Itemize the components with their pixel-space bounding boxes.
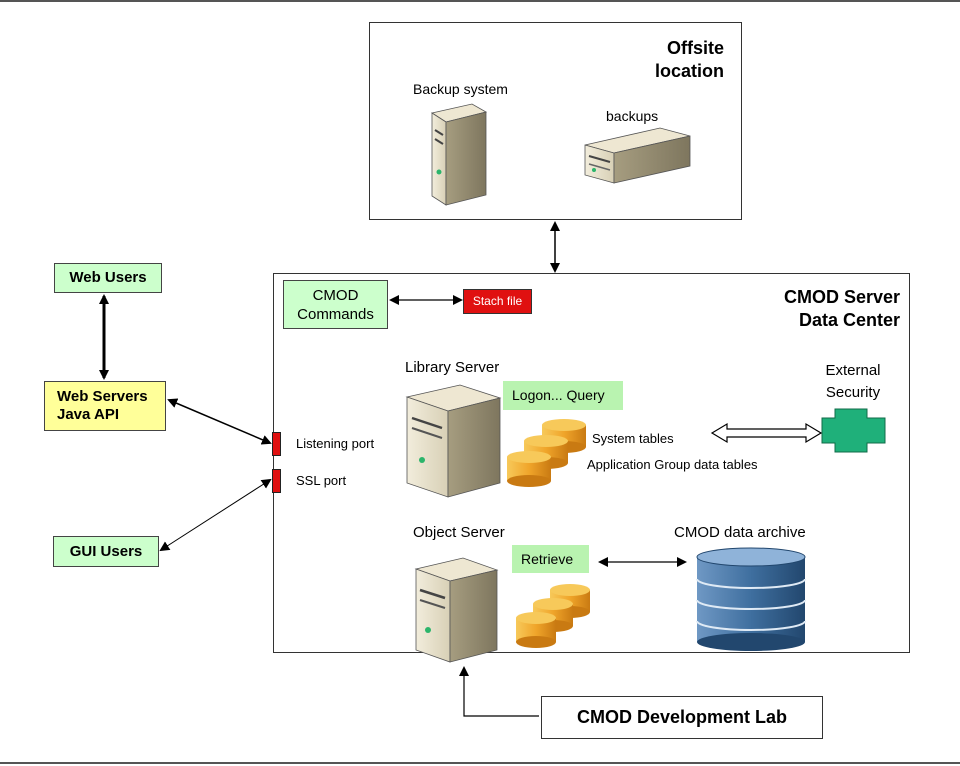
app-group-tables-label: Application Group data tables	[587, 457, 758, 472]
library-database-cylinders-icon	[507, 419, 586, 487]
web-servers-box: Web Servers Java API	[44, 381, 166, 431]
datacenter-title-line2: Data Center	[798, 310, 900, 330]
webservers-listening-port-arrow	[167, 398, 272, 445]
ssl-port-marker	[272, 469, 281, 493]
backups-label: backups	[606, 108, 659, 124]
external-security-line1: External	[825, 362, 881, 379]
gui-users-label: GUI Users	[69, 543, 143, 560]
object-database-cylinders-icon	[516, 584, 590, 648]
backup-system-label: Backup system	[413, 81, 508, 97]
offsite-title-line1: Offsite	[666, 38, 724, 58]
listening-port-label: Listening port	[296, 436, 375, 451]
system-tables-label: System tables	[592, 431, 674, 446]
gui-users-box: GUI Users	[53, 536, 159, 567]
logon-query-box: Logon... Query	[503, 381, 623, 410]
library-server-title: Library Server	[405, 359, 500, 376]
top-rule	[0, 0, 960, 2]
logon-query-label: Logon... Query	[512, 387, 605, 403]
object-server-icon	[414, 557, 499, 663]
retrieve-label: Retrieve	[521, 551, 574, 567]
web-users-box: Web Users	[54, 263, 162, 293]
external-security-icon	[821, 408, 886, 453]
cmod-commands-box: CMOD Commands	[283, 280, 388, 329]
archive-database-icon	[696, 547, 806, 651]
library-server-icon	[405, 384, 502, 498]
backups-storage-icon	[584, 127, 691, 184]
backup-system-server-icon	[430, 103, 488, 206]
listening-port-marker	[272, 432, 281, 456]
stash-file-box: Stach file	[463, 289, 532, 314]
web-servers-line1: Web Servers	[57, 388, 148, 405]
retrieve-box: Retrieve	[512, 545, 589, 573]
ssl-port-label: SSL port	[296, 473, 347, 488]
datacenter-title-line1: CMOD Server	[783, 287, 900, 307]
system-to-security-arrow	[710, 422, 823, 444]
offsite-location-box	[369, 22, 742, 220]
offsite-title-line2: location	[654, 61, 724, 81]
guiusers-ssl-port-arrow	[159, 478, 272, 552]
stash-file-label: Stach file	[472, 294, 523, 308]
dev-lab-label: CMOD Development Lab	[576, 707, 788, 727]
object-server-title: Object Server	[413, 524, 505, 541]
dev-lab-box: CMOD Development Lab	[541, 696, 823, 739]
web-users-label: Web Users	[69, 269, 147, 286]
archive-label: CMOD data archive	[674, 524, 806, 541]
external-security-line2: Security	[825, 384, 881, 401]
cmod-commands-line2: Commands	[297, 306, 374, 323]
cmod-commands-line1: CMOD	[312, 287, 359, 304]
bottom-rule	[0, 762, 960, 764]
web-servers-line2: Java API	[57, 406, 119, 423]
devlab-objectserver-arrow	[459, 666, 539, 717]
